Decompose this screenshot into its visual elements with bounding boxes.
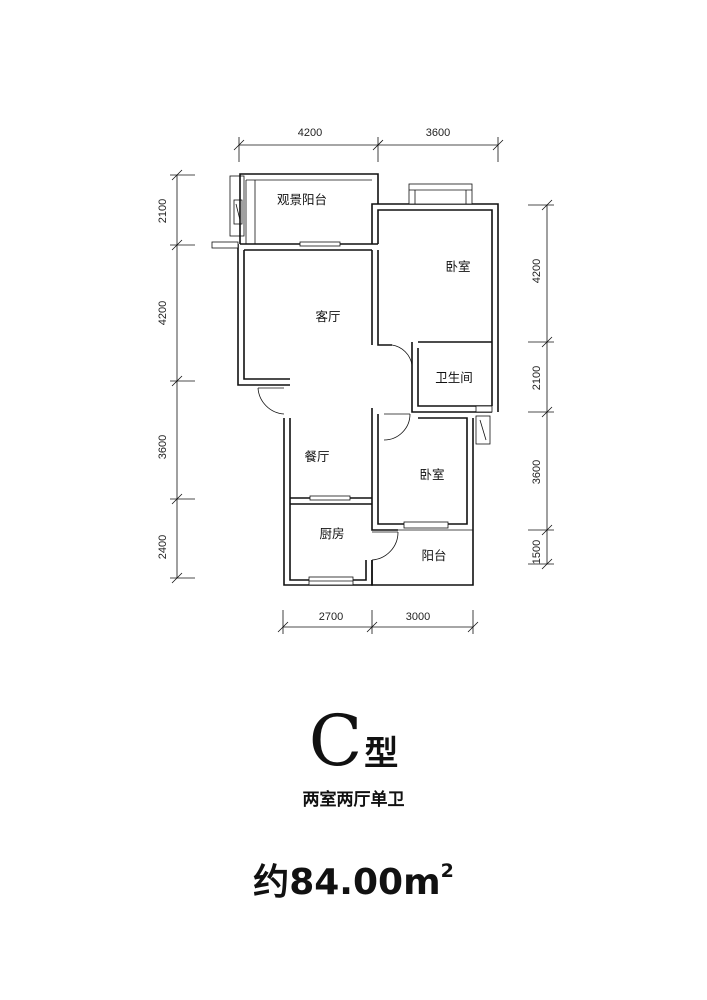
dimension-left: 2100 4200 3600 2400 [157, 169, 195, 584]
unit-type-suffix: 型 [364, 734, 399, 774]
dim-left-4: 2400 [157, 535, 169, 559]
windows [211, 183, 493, 586]
dim-top-2: 3600 [426, 127, 450, 139]
dim-top-1: 4200 [298, 127, 322, 139]
doors [257, 344, 413, 561]
dim-left-1: 2100 [157, 199, 169, 223]
room-second-bedroom: 卧室 [419, 467, 444, 482]
area-value: 84.00 [289, 862, 404, 903]
room-bathroom: 卫生间 [435, 370, 473, 385]
room-balcony: 阳台 [421, 548, 446, 563]
room-living-room: 客厅 [315, 309, 340, 324]
dim-left-2: 4200 [157, 301, 169, 325]
fixtures [229, 175, 491, 445]
room-master-bedroom: 卧室 [445, 259, 470, 274]
dim-bottom-1: 2700 [319, 611, 343, 623]
area-exponent: 2 [440, 860, 454, 882]
dimension-right: 4200 2100 3600 1500 [528, 199, 554, 570]
walls [237, 173, 499, 586]
dim-bottom-2: 3000 [406, 611, 430, 623]
room-view-balcony: 观景阳台 [277, 192, 327, 207]
area-prefix: 约 [253, 862, 290, 903]
dim-right-3: 3600 [531, 460, 543, 484]
layout-description: 两室两厅单卫 [302, 790, 405, 810]
dimension-top: 4200 3600 [233, 127, 504, 162]
room-labels: 观景阳台 卧室 客厅 卫生间 餐厅 卧室 厨房 阳台 [277, 192, 473, 563]
room-kitchen: 厨房 [319, 526, 344, 541]
area-unit: m [403, 862, 441, 903]
dim-left-3: 3600 [157, 435, 169, 459]
dim-right-4: 1500 [531, 540, 543, 564]
dim-right-2: 2100 [531, 366, 543, 390]
unit-area: 约84.00m2 [0, 853, 707, 905]
dim-right-1: 4200 [531, 259, 543, 283]
dimension-bottom: 2700 3000 [277, 610, 479, 634]
unit-type-letter: C [308, 700, 363, 782]
room-dining-room: 餐厅 [304, 449, 329, 464]
